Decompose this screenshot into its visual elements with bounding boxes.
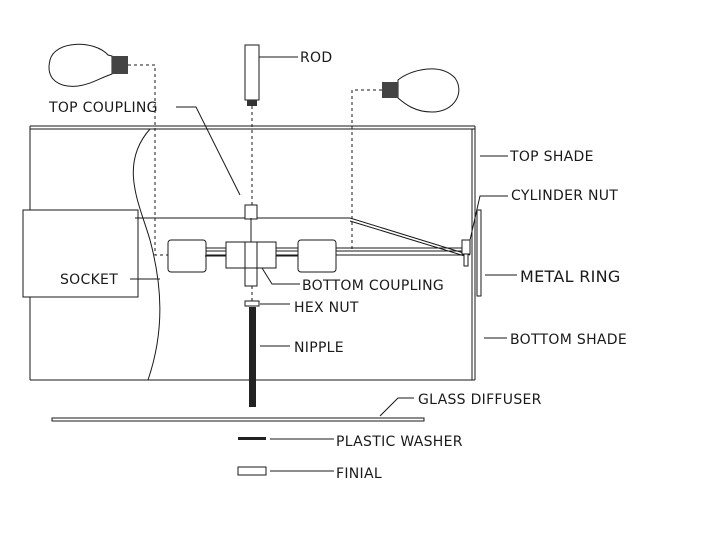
label-top-coupling: TOP COUPLING — [48, 100, 158, 116]
label-top-shade: TOP SHADE — [509, 149, 594, 165]
bottom-coupling — [225, 241, 277, 269]
socket-left — [167, 239, 207, 273]
label-plastic-washer: PLASTIC WASHER — [336, 434, 463, 450]
cylinder-nut — [461, 239, 471, 255]
bulb-right — [382, 68, 460, 113]
top-coupling — [244, 204, 258, 220]
glass-diffuser — [51, 417, 425, 422]
rod — [244, 44, 260, 106]
label-socket: SOCKET — [60, 272, 118, 288]
metal-ring — [476, 209, 482, 297]
label-bottom-coupling: BOTTOM COUPLING — [302, 278, 444, 294]
label-bottom-shade: BOTTOM SHADE — [510, 332, 627, 348]
label-rod: ROD — [300, 50, 332, 66]
plastic-washer — [238, 437, 266, 440]
label-glass-diffuser: GLASS DIFFUSER — [418, 392, 542, 408]
hex-nut — [244, 300, 260, 307]
nipple — [249, 307, 256, 407]
finial — [237, 466, 267, 476]
socket-right — [297, 239, 337, 273]
label-cylinder-nut: CYLINDER NUT — [511, 188, 618, 204]
label-metal-ring: METAL RING — [520, 267, 621, 286]
bulb-left — [48, 43, 128, 87]
label-finial: FINIAL — [336, 466, 382, 482]
label-nipple: NIPPLE — [294, 340, 344, 356]
label-hex-nut: HEX NUT — [294, 300, 359, 316]
